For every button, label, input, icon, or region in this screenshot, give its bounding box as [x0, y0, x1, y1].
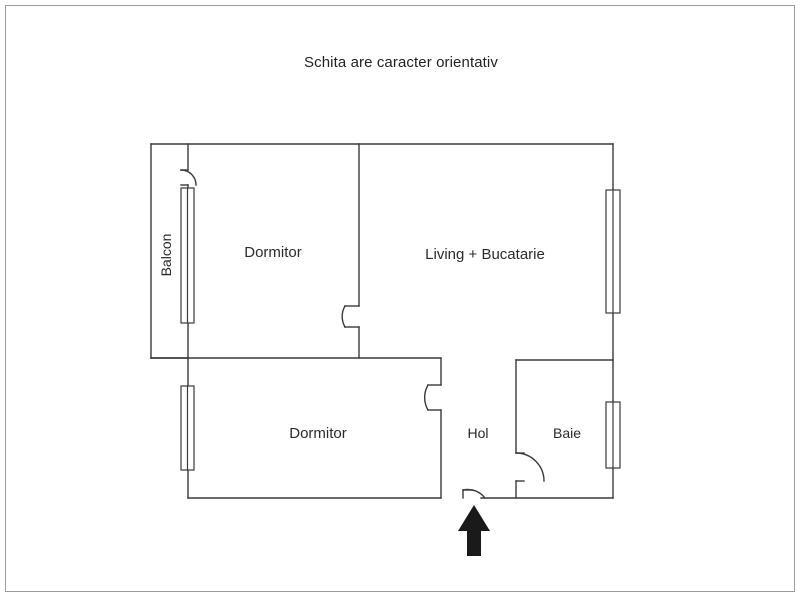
door-dormitor-bottom-arc [424, 384, 429, 411]
door-balcon-arc [180, 169, 197, 186]
window-living [605, 189, 621, 314]
entrance-arrow [458, 505, 490, 556]
door-baie-arc [515, 452, 545, 482]
door-entrance-arc [462, 488, 486, 499]
room-label-dormitor-top: Dormitor [244, 244, 302, 261]
room-labels-layer: Balcon Dormitor Living + Bucatarie Dormi… [158, 234, 581, 442]
window-dormitor-bottom [180, 385, 195, 471]
room-label-balcon: Balcon [158, 234, 174, 277]
room-label-living-bucatarie: Living + Bucatarie [425, 246, 545, 263]
window-baie [605, 401, 621, 469]
windows-layer [180, 187, 621, 471]
page-border-frame [5, 5, 795, 592]
page-title: Schita are caracter orientativ [304, 54, 498, 71]
walls-layer [150, 143, 614, 499]
room-label-dormitor-bottom: Dormitor [289, 425, 347, 442]
door-dormitor-top-arc [341, 305, 346, 328]
room-label-hol: Hol [467, 425, 488, 441]
window-balcon [180, 187, 195, 324]
room-label-baie: Baie [553, 425, 581, 441]
